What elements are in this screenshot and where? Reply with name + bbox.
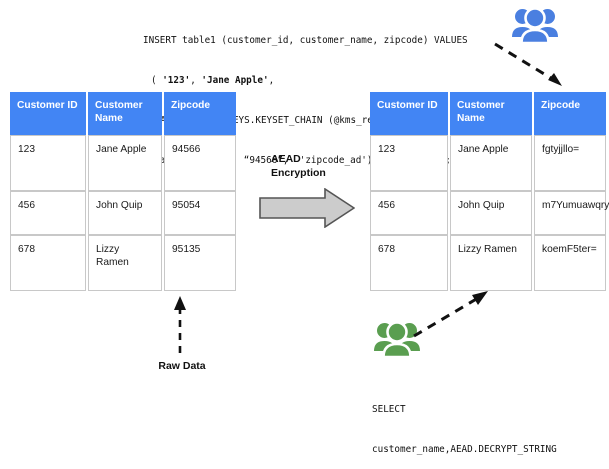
raw-data-arrow-icon [174,296,186,353]
table-row: 123 Jane Apple 94566 [10,135,236,191]
reader-to-table-arrow-icon [413,291,488,338]
column-header-customer-name: Customer Name [450,92,532,135]
insert-line2-prefix: ( [151,75,163,87]
table-row: 123 Jane Apple fgtyjjllo= [370,135,606,191]
people-group-icon [512,7,558,45]
table-row: 678 Lizzy Ramen koemF5ter= [370,235,606,291]
table-row: 678 Lizzy Ramen 95135 [10,235,236,291]
select-sql-statement: SELECT customer_name,AEAD.DECRYPT_STRING… [372,377,557,469]
select-sql-line-1: SELECT [372,404,406,416]
table-row: 456 John Quip 95054 [10,191,236,235]
insert-literal-customer-id: '123' [162,75,191,87]
cell-customer-name: John Quip [88,191,162,235]
table-row: 456 John Quip m7Yumuawqry [370,191,609,235]
column-header-zipcode: Zipcode [534,92,606,135]
cell-zipcode: koemF5ter= [534,235,606,291]
insert-literal-customer-name: 'Jane Apple' [201,75,269,87]
column-header-customer-id: Customer ID [10,92,86,135]
cell-customer-id: 456 [370,191,448,235]
cell-customer-id: 123 [370,135,448,191]
cell-customer-name: Lizzy Ramen [88,235,162,291]
insert-line2-separator: , [190,75,202,87]
insert-sql-line-1: INSERT table1 (customer_id, customer_nam… [143,34,468,46]
cell-customer-name: Jane Apple [450,135,532,191]
cell-customer-name: Jane Apple [88,135,162,191]
cell-customer-id: 678 [370,235,448,291]
column-header-zipcode: Zipcode [164,92,236,135]
table-header-row: Customer ID Customer Name Zipcode [10,92,236,135]
column-header-customer-id: Customer ID [370,92,448,135]
aead-encryption-label: AEAD Encryption [271,153,326,179]
cell-customer-id: 123 [10,135,86,191]
insert-sql-line-2: ( '123', 'Jane Apple', [143,74,468,87]
people-group-icon [374,321,420,359]
cell-zipcode: 94566 [164,135,236,191]
select-sql-line-2: customer_name,AEAD.DECRYPT_STRING [372,444,557,456]
cell-customer-id: 456 [10,191,86,235]
cell-customer-id: 678 [10,235,86,291]
cell-zipcode: fgtyjjllo= [534,135,606,191]
cell-customer-name: Lizzy Ramen [450,235,532,291]
encrypted-data-table: Customer ID Customer Name Zipcode 123 Ja… [368,92,609,291]
insert-line2-suffix: , [268,75,275,87]
cell-customer-name: John Quip [450,191,532,235]
cell-zipcode: m7Yumuawqry [534,191,609,235]
writer-to-table-arrow-icon [494,42,562,86]
raw-data-label: Raw Data [158,360,206,372]
cell-zipcode: 95054 [164,191,236,235]
aead-encryption-arrow-icon [259,188,355,228]
table-header-row: Customer ID Customer Name Zipcode [370,92,606,135]
column-header-customer-name: Customer Name [88,92,162,135]
raw-data-table: Customer ID Customer Name Zipcode 123 Ja… [8,92,238,291]
cell-zipcode: 95135 [164,235,236,291]
